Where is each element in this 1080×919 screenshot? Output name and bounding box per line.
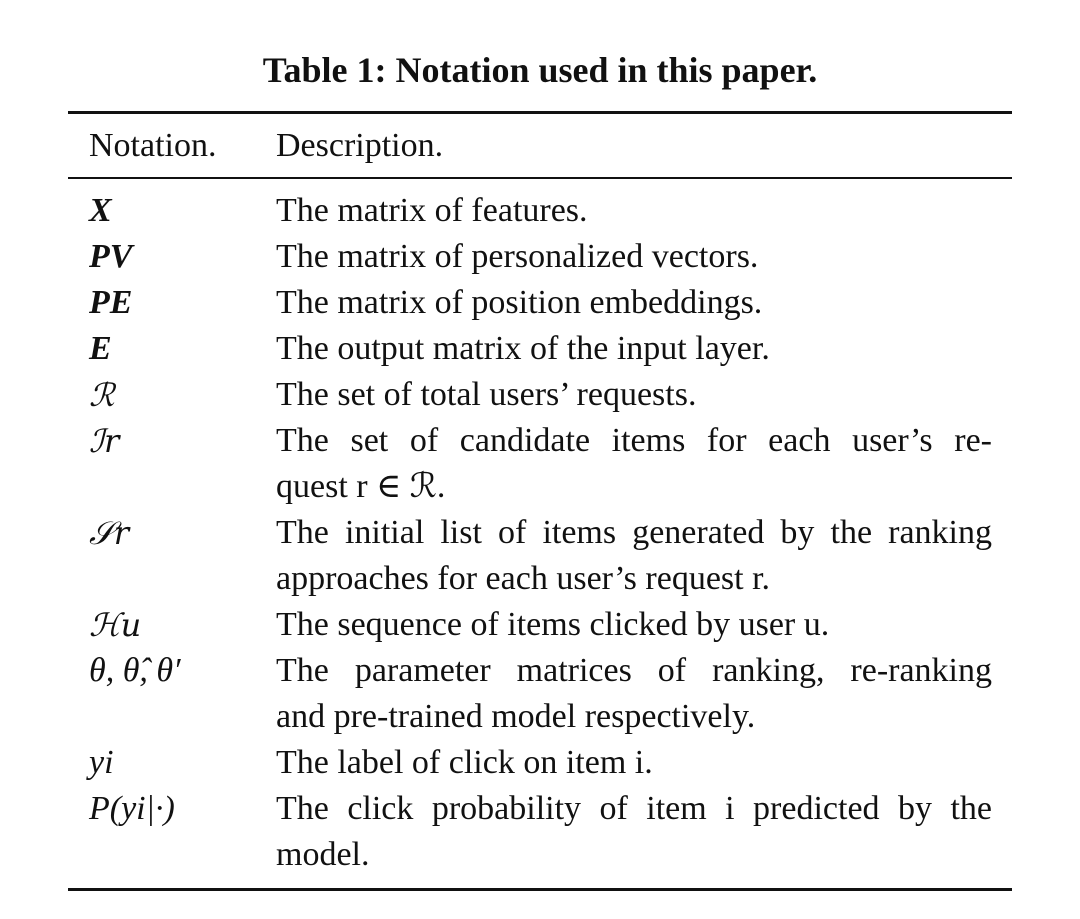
notation-symbol: ℋu (89, 606, 142, 644)
notation-description: The sequence of items clicked by user u. (276, 602, 992, 648)
description-line: The parameter matrices of ranking, re-ra… (276, 652, 992, 689)
description-line: approaches for each user’s request r. (276, 560, 771, 597)
description-line: quest r ∈ ℛ. (276, 468, 446, 505)
table-header-row: Notation. Description. (0, 122, 1080, 170)
table-row: 𝒮r The initial list of items generated by… (0, 510, 1080, 602)
notation-symbol: ℛ (89, 376, 115, 414)
top-rule (68, 111, 1012, 114)
header-rule (68, 177, 1012, 179)
table-row: ℐr The set of candidate items for each us… (0, 418, 1080, 510)
notation-description: The output matrix of the input layer. (276, 326, 992, 372)
description-line: The matrix of personalized vectors. (276, 238, 759, 275)
description-line: The label of click on item i. (276, 744, 653, 781)
notation-symbol: X (89, 192, 112, 229)
notation-description: The matrix of personalized vectors. (276, 234, 992, 280)
description-line: The set of total users’ requests. (276, 376, 697, 413)
notation-symbol: yi (89, 744, 114, 781)
table-row: θ, θ̂, θ′ The parameter matrices of ranki… (0, 648, 1080, 740)
notation-symbol: 𝒮r (89, 514, 130, 552)
table-row: PE The matrix of position embeddings. (0, 280, 1080, 326)
notation-symbol: PV (89, 238, 133, 275)
table-row: ℋu The sequence of items clicked by user … (0, 602, 1080, 648)
notation-symbol: E (89, 330, 112, 367)
notation-symbol: ℐr (89, 422, 120, 460)
description-line: The output matrix of the input layer. (276, 330, 770, 367)
notation-description: The label of click on item i. (276, 740, 992, 786)
notation-symbol: P(yi|·) (89, 790, 175, 827)
notation-description: The matrix of features. (276, 188, 992, 234)
table-caption: Table 1: Notation used in this paper. (262, 50, 818, 90)
description-line: The matrix of position embeddings. (276, 284, 763, 321)
table-row: yi The label of click on item i. (0, 740, 1080, 786)
header-description: Description. (276, 127, 444, 164)
description-line: The set of candidate items for each user… (276, 422, 992, 459)
description-line: The click probability of item i predicte… (276, 790, 992, 827)
description-line: The sequence of items clicked by user u. (276, 606, 830, 643)
table-row: X The matrix of features. (0, 188, 1080, 234)
notation-description: The parameter matrices of ranking, re-ra… (276, 648, 992, 740)
bottom-rule (68, 888, 1012, 891)
header-notation: Notation. (89, 127, 217, 164)
notation-symbol: θ, θ̂, θ′ (89, 652, 181, 689)
notation-description: The initial list of items generated by t… (276, 510, 992, 602)
notation-description: The set of candidate items for each user… (276, 418, 992, 510)
notation-description: The matrix of position embeddings. (276, 280, 992, 326)
notation-symbol: PE (89, 284, 133, 321)
table-body: X The matrix of features. PV The matrix of … (0, 188, 1080, 878)
description-line: The initial list of items generated by t… (276, 514, 992, 551)
notation-description: The click probability of item i predicte… (276, 786, 992, 878)
table-row: P(yi|·) The click probability of item i p… (0, 786, 1080, 878)
table-row: ℛ The set of total users’ requests. (0, 372, 1080, 418)
description-line: model. (276, 836, 370, 873)
description-line: and pre-trained model respectively. (276, 698, 756, 735)
description-line: The matrix of features. (276, 192, 588, 229)
table-row: PV The matrix of personalized vectors. (0, 234, 1080, 280)
table-row: E The output matrix of the input layer. (0, 326, 1080, 372)
notation-description: The set of total users’ requests. (276, 372, 992, 418)
